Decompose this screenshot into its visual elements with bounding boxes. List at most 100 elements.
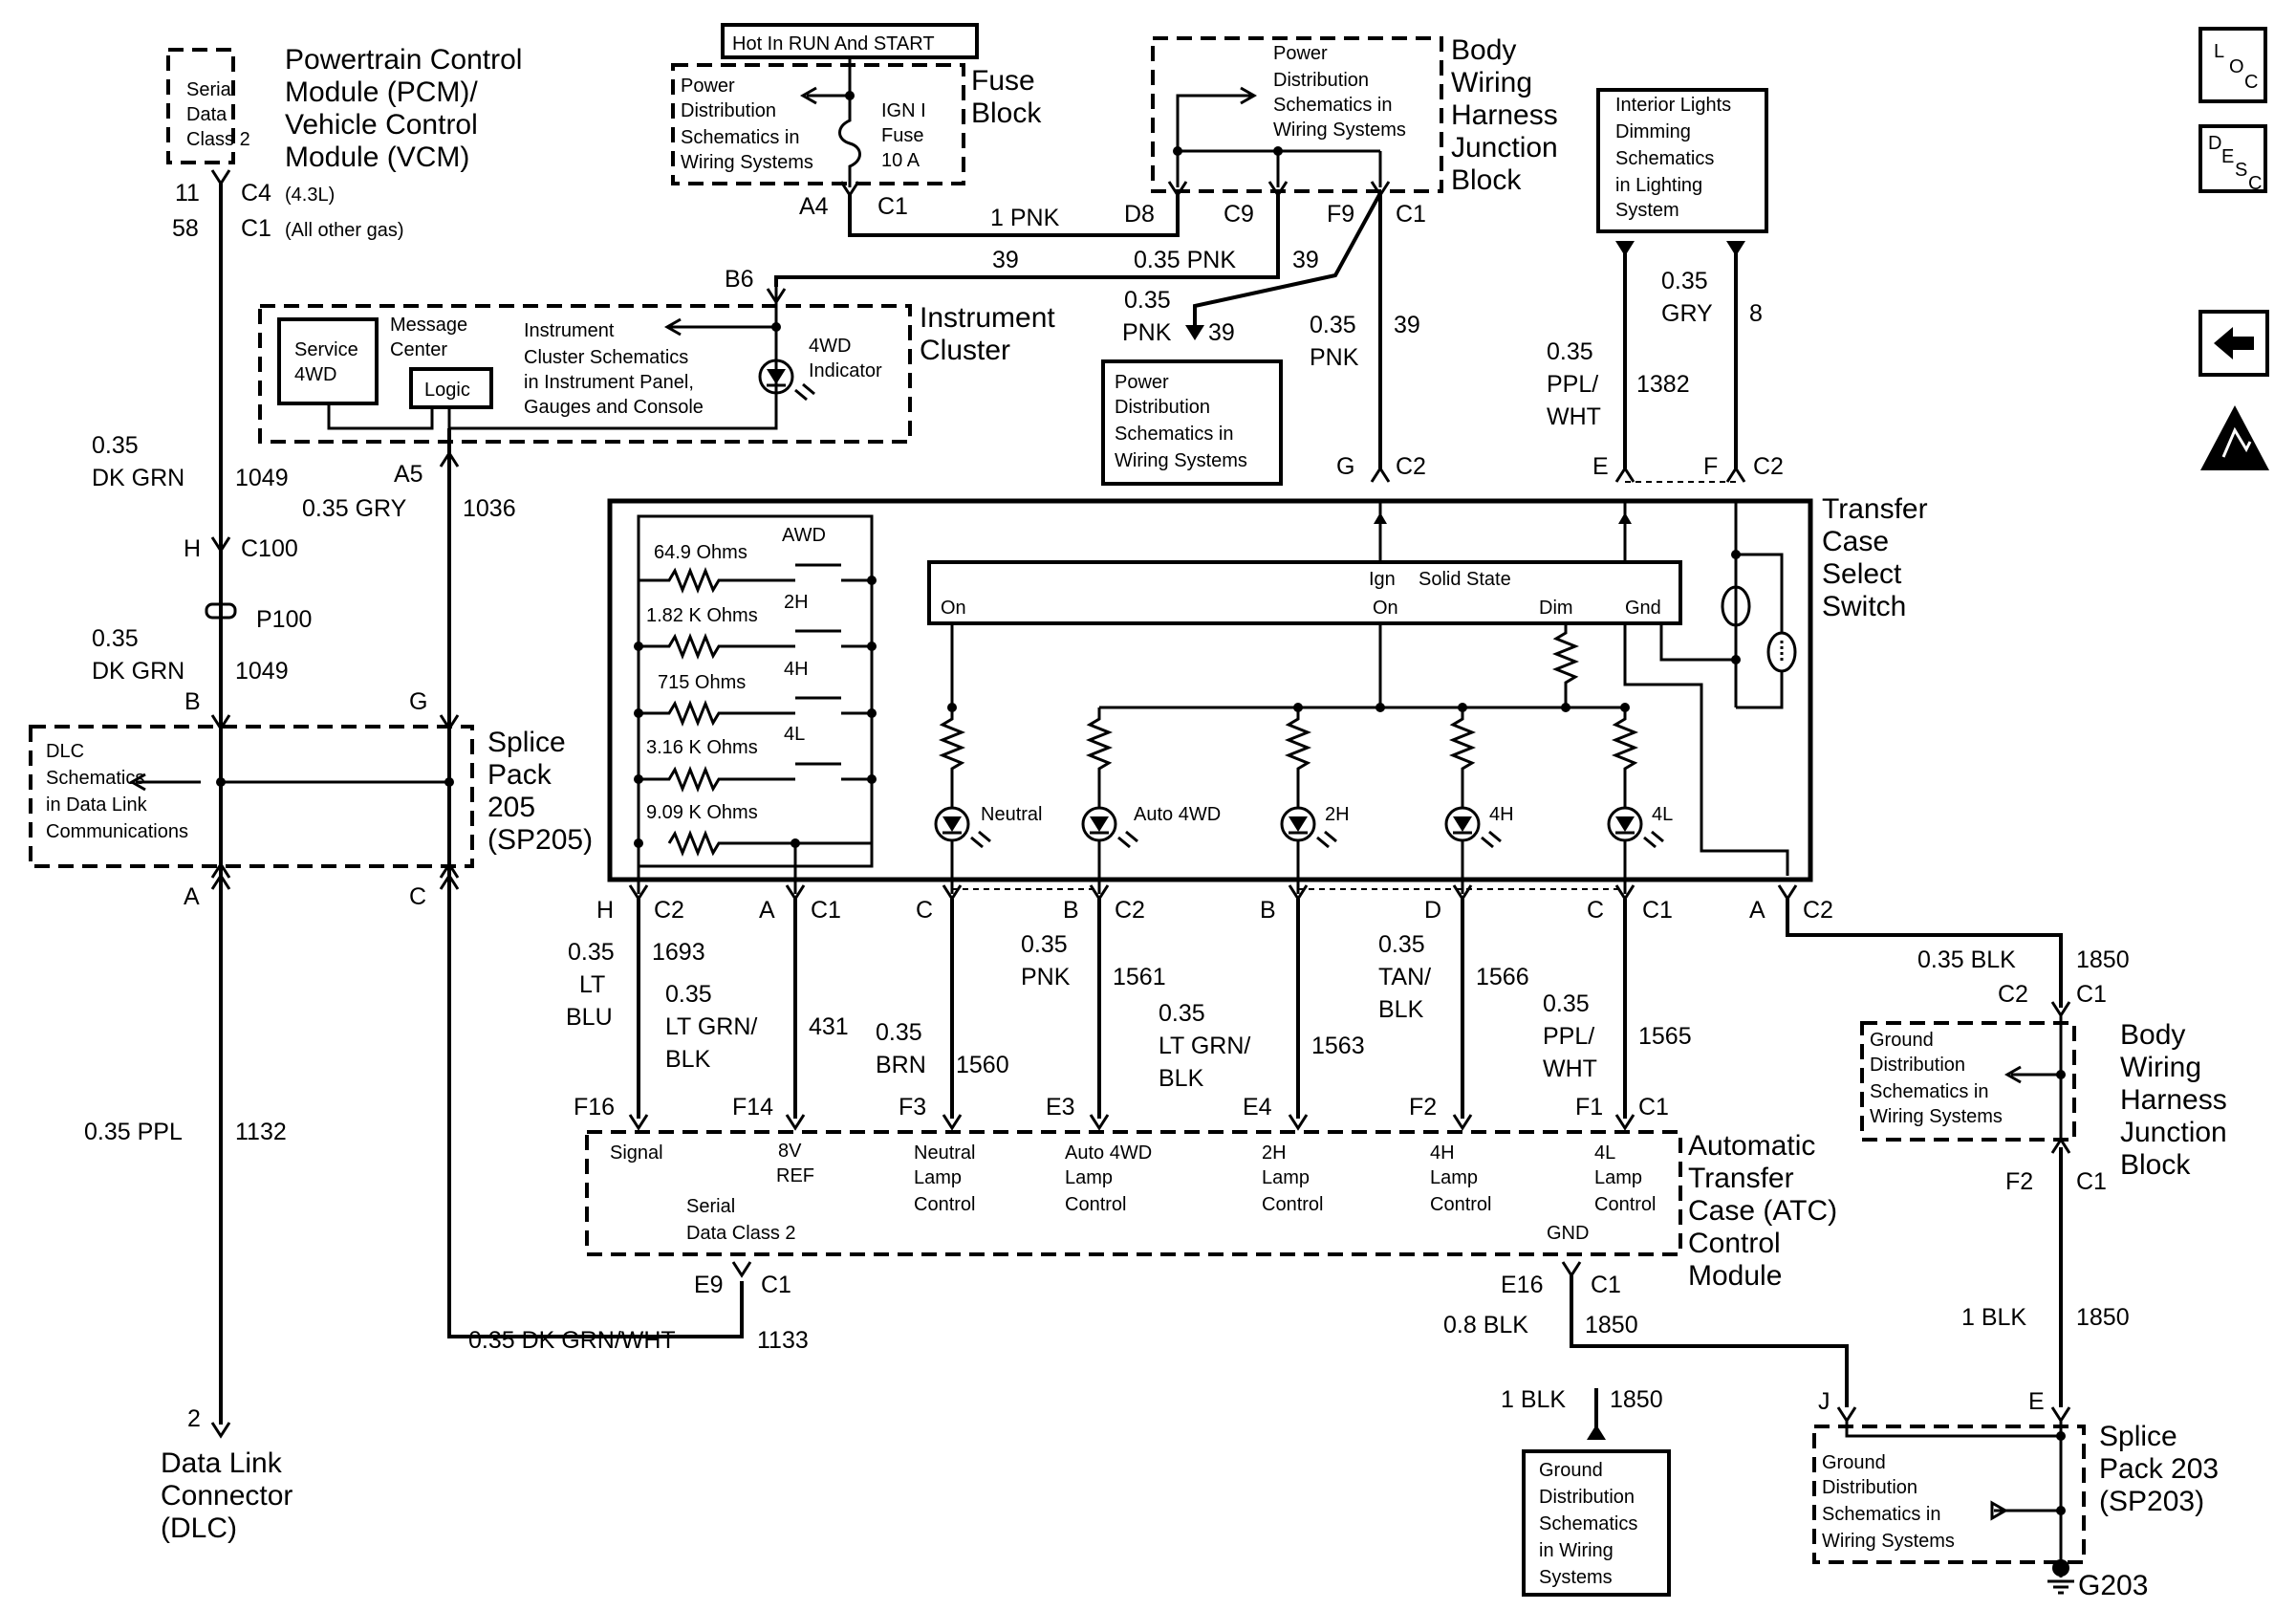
svg-text:Class 2: Class 2 — [186, 129, 250, 150]
svg-text:C: C — [916, 897, 933, 924]
svg-text:F2: F2 — [2005, 1168, 2033, 1195]
svg-text:Schematics: Schematics — [46, 768, 144, 789]
svg-text:Indicator: Indicator — [809, 360, 882, 381]
svg-text:Lamp: Lamp — [914, 1167, 962, 1188]
body-wiring-junction-block-top: Power Distribution Schematics in Wiring … — [1124, 34, 1558, 228]
svg-text:C2: C2 — [1803, 897, 1833, 924]
svg-text:Ground: Ground — [1539, 1460, 1603, 1481]
svg-text:PNK: PNK — [1122, 319, 1172, 346]
svg-text:Gauges and Console: Gauges and Console — [524, 397, 704, 418]
back-arrow-button[interactable] — [2199, 310, 2269, 377]
svg-text:0.35: 0.35 — [568, 939, 615, 966]
2h-lamp: 2H — [1280, 707, 1350, 894]
svg-text:1850: 1850 — [2076, 946, 2130, 973]
svg-text:Module (PCM)/: Module (PCM)/ — [285, 76, 478, 108]
svg-text:WHT: WHT — [1543, 1055, 1597, 1082]
svg-text:8: 8 — [1749, 300, 1763, 327]
svg-text:Block: Block — [2120, 1149, 2191, 1181]
svg-text:H: H — [184, 535, 201, 562]
svg-text:PPL/: PPL/ — [1547, 371, 1598, 398]
svg-text:Logic: Logic — [424, 380, 470, 401]
svg-text:(DLC): (DLC) — [161, 1512, 237, 1544]
svg-text:Junction: Junction — [2120, 1117, 2227, 1148]
svg-text:58: 58 — [172, 215, 199, 242]
svg-text:IGN I: IGN I — [881, 100, 926, 121]
svg-text:Control: Control — [1688, 1228, 1781, 1259]
svg-text:Dim: Dim — [1539, 598, 1573, 619]
svg-text:F14: F14 — [732, 1094, 773, 1120]
svg-text:BLK: BLK — [1159, 1065, 1204, 1092]
svg-text:0.35 DK GRN/WHT: 0.35 DK GRN/WHT — [468, 1327, 676, 1354]
desc-button[interactable]: D E S C — [2199, 124, 2267, 194]
svg-text:Wiring Systems: Wiring Systems — [1273, 120, 1406, 141]
svg-text:Data Class 2: Data Class 2 — [686, 1223, 796, 1244]
svg-text:DK GRN: DK GRN — [92, 658, 184, 685]
svg-text:Interior Lights: Interior Lights — [1615, 95, 1731, 116]
svg-text:Schematics in: Schematics in — [1273, 95, 1393, 116]
svg-text:Control: Control — [1262, 1194, 1323, 1215]
svg-text:F: F — [1703, 453, 1718, 480]
svg-text:C1: C1 — [811, 897, 841, 924]
svg-text:Wiring: Wiring — [2120, 1052, 2201, 1083]
svg-text:Ground: Ground — [1870, 1030, 1934, 1051]
neutral-lamp: Neutral — [934, 707, 1042, 894]
svg-text:Schematics in: Schematics in — [1870, 1081, 1989, 1102]
svg-text:S: S — [2235, 160, 2247, 181]
svg-text:PNK: PNK — [1310, 344, 1359, 371]
svg-text:Body: Body — [2120, 1019, 2185, 1051]
atc-control-module: F16 F14 F3 E3 E4 F2 F1 C1 Signal 8V REF … — [574, 1094, 1837, 1298]
svg-text:REF: REF — [776, 1165, 814, 1186]
svg-text:C1: C1 — [2076, 981, 2107, 1008]
svg-text:A: A — [184, 883, 200, 910]
svg-text:C1: C1 — [1642, 897, 1673, 924]
svg-text:Select: Select — [1822, 558, 1902, 590]
svg-text:Splice: Splice — [2099, 1421, 2177, 1452]
svg-text:Ign: Ign — [1369, 569, 1396, 590]
svg-text:C1: C1 — [761, 1272, 791, 1298]
svg-text:B: B — [184, 688, 201, 715]
svg-text:Transfer: Transfer — [1822, 493, 1928, 525]
svg-text:0.35: 0.35 — [1021, 931, 1068, 958]
svg-text:4L: 4L — [1652, 804, 1673, 825]
svg-text:F1: F1 — [1575, 1094, 1603, 1120]
svg-text:PPL/: PPL/ — [1543, 1023, 1594, 1050]
svg-text:39: 39 — [992, 247, 1019, 273]
svg-text:A4: A4 — [799, 193, 829, 220]
ground-distribution-ref: Ground Distribution Schematics in Wiring… — [1522, 1449, 1671, 1597]
svg-text:D8: D8 — [1124, 201, 1155, 228]
svg-text:0.8 BLK: 0.8 BLK — [1443, 1312, 1528, 1338]
svg-text:0.35: 0.35 — [876, 1019, 922, 1046]
loc-button[interactable]: L O C — [2199, 27, 2267, 103]
svg-text:1850: 1850 — [2076, 1304, 2130, 1331]
svg-text:0.35: 0.35 — [1159, 1000, 1205, 1027]
svg-text:Control: Control — [914, 1194, 975, 1215]
svg-text:O: O — [2229, 56, 2244, 77]
svg-text:Communications: Communications — [46, 821, 188, 842]
svg-text:B: B — [1063, 897, 1079, 924]
svg-text:G: G — [1336, 453, 1354, 480]
svg-text:B: B — [1260, 897, 1276, 924]
svg-text:Instrument: Instrument — [524, 320, 615, 341]
svg-text:1693: 1693 — [652, 939, 705, 966]
svg-text:C100: C100 — [241, 535, 298, 562]
svg-text:A: A — [1749, 897, 1765, 924]
svg-text:Data: Data — [186, 104, 227, 125]
svg-text:0.35: 0.35 — [1124, 287, 1171, 314]
svg-text:Schematics in: Schematics in — [1115, 424, 1234, 445]
svg-text:C: C — [409, 883, 426, 910]
svg-text:Solid State: Solid State — [1419, 569, 1511, 590]
svg-text:PNK: PNK — [1021, 964, 1071, 990]
svg-text:D: D — [2208, 133, 2221, 154]
svg-text:0.35 GRY: 0.35 GRY — [302, 495, 407, 522]
svg-text:Switch: Switch — [1822, 591, 1906, 622]
svg-text:11: 11 — [175, 180, 200, 207]
svg-text:431: 431 — [809, 1013, 849, 1040]
svg-text:C: C — [1587, 897, 1604, 924]
svg-text:39: 39 — [1208, 319, 1235, 346]
svg-text:(SP203): (SP203) — [2099, 1486, 2204, 1517]
svg-text:0.35: 0.35 — [1661, 268, 1708, 294]
svg-text:1 BLK: 1 BLK — [1501, 1386, 1566, 1413]
svg-text:Distribution: Distribution — [1870, 1055, 1965, 1076]
svg-text:A5: A5 — [394, 461, 423, 488]
svg-text:1133: 1133 — [757, 1327, 809, 1354]
